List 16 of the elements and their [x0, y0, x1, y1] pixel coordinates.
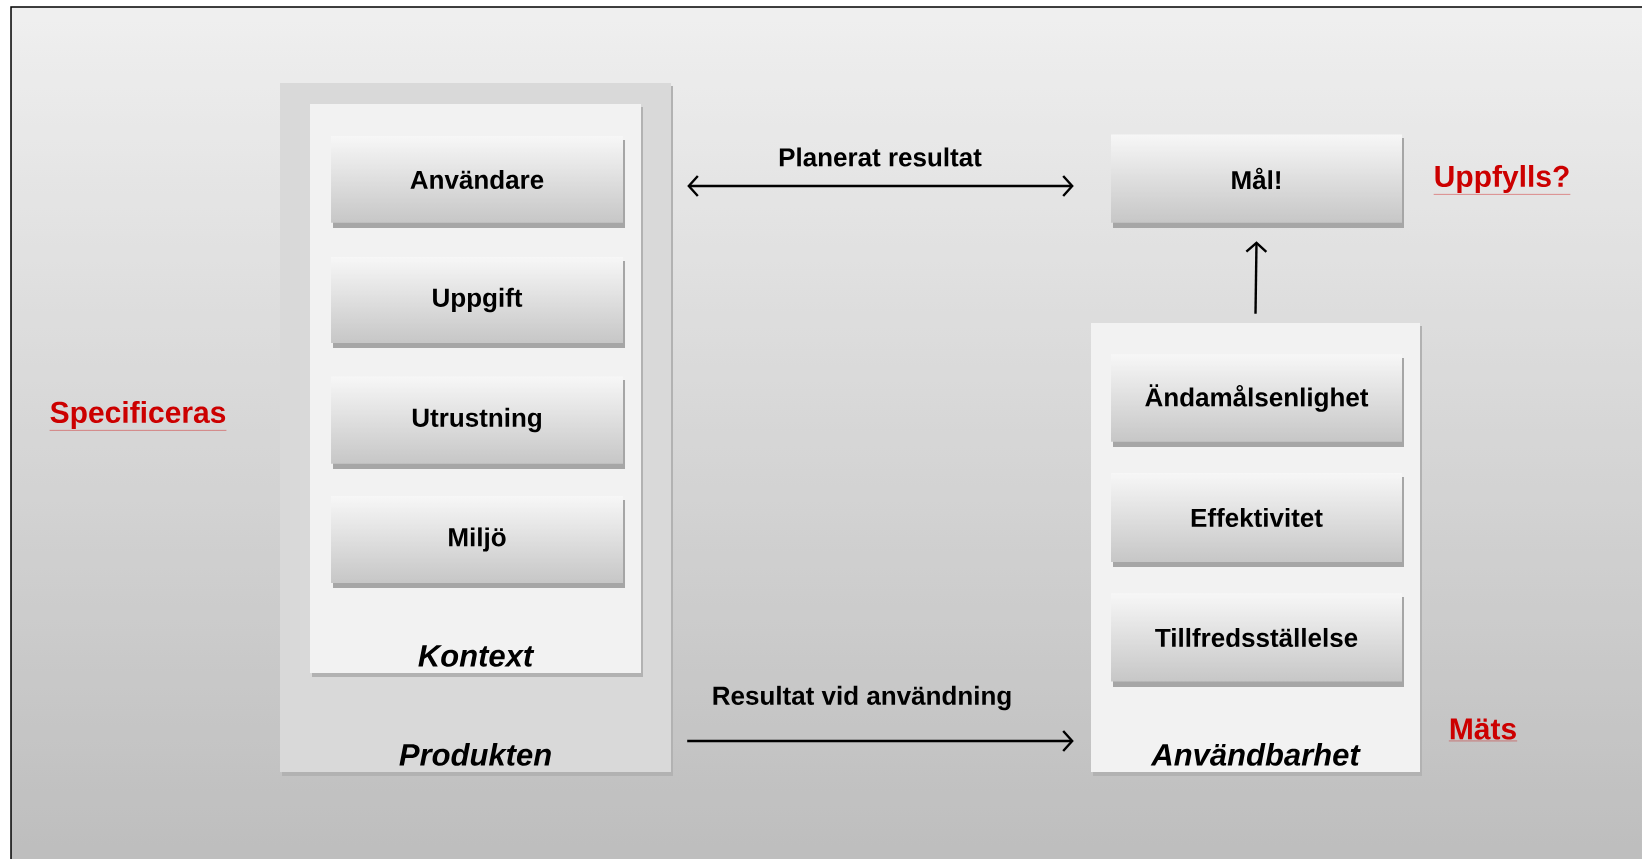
edge-label: Resultat vid användning [713, 685, 1011, 711]
status-label: Mäts [1448, 718, 1518, 742]
edge-label: Planerat resultat [779, 147, 982, 167]
process-box: Uppgift [331, 257, 625, 348]
arrow [687, 175, 1074, 197]
process-box: Utrustning [331, 376, 625, 469]
process-box: Miljö [331, 496, 625, 588]
process-box: Användare [331, 136, 625, 228]
process-box: Mål! [1111, 134, 1404, 228]
status-label: Specificeras [49, 401, 227, 431]
status-label: Uppfylls? [1433, 165, 1571, 195]
process-box: Tillfredsställelse [1111, 593, 1404, 687]
arrow [1245, 241, 1268, 314]
process-box: Ändamålsenlighet [1111, 354, 1404, 447]
arrow [687, 730, 1074, 752]
process-box: Effektivitet [1111, 473, 1404, 567]
